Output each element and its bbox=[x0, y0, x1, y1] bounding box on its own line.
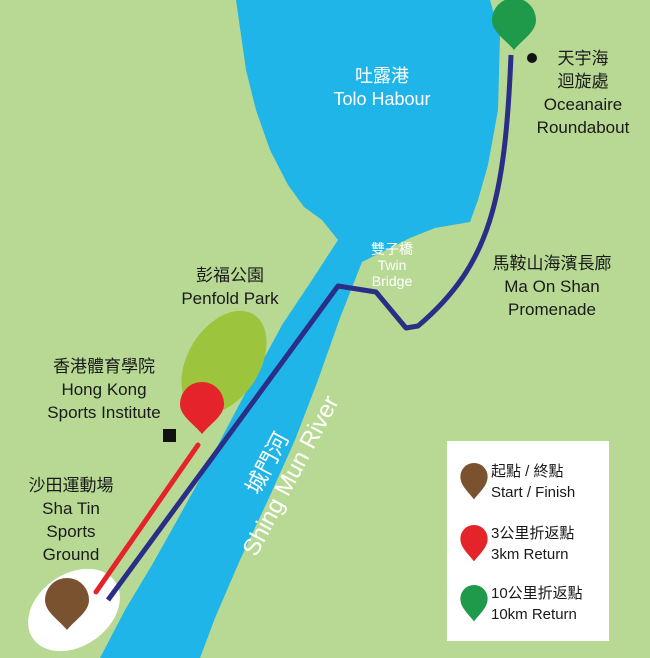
water-area bbox=[100, 0, 500, 658]
oceanaire-roundabout-label: 天宇海 迴旋處 Oceanaire Roundabout bbox=[523, 47, 643, 139]
penfold-park-label: 彭福公園 Penfold Park bbox=[165, 264, 295, 310]
route-10km bbox=[105, 54, 514, 602]
brown-pin-icon bbox=[460, 463, 488, 500]
start-finish-pin-icon bbox=[45, 578, 89, 630]
legend-10km-en: 10km Return bbox=[491, 606, 577, 623]
legend-3km-zh: 3公里折返點 bbox=[491, 525, 575, 542]
oceanaire-en2: Roundabout bbox=[536, 118, 630, 137]
hksi-marker-icon bbox=[163, 429, 176, 442]
hksi-en2: Sports Institute bbox=[47, 403, 161, 422]
hksi-label: 香港體育學院 Hong Kong Sports Institute bbox=[24, 355, 184, 424]
shatin-en2: Sports bbox=[46, 522, 96, 541]
hksi-en1: Hong Kong bbox=[61, 380, 147, 399]
tolo-harbour-zh: 吐露港 bbox=[355, 66, 409, 86]
green-pin-icon bbox=[492, 0, 536, 50]
red-pin-icon bbox=[180, 382, 224, 434]
oceanaire-zh1: 天宇海 bbox=[557, 49, 609, 68]
promenade-en1: Ma On Shan bbox=[504, 277, 600, 296]
green-pin-icon bbox=[460, 585, 488, 622]
oceanaire-dot-icon bbox=[527, 53, 537, 63]
legend-start-zh: 起點 / 終點 bbox=[491, 463, 564, 480]
twin-bridge-label: 雙子橋 Twin Bridge bbox=[352, 241, 432, 289]
promenade-en2: Promenade bbox=[508, 300, 596, 319]
penfold-zh: 彭福公園 bbox=[196, 266, 264, 285]
twin-bridge-en1: Twin bbox=[377, 257, 407, 273]
tolo-harbour-en: Tolo Habour bbox=[333, 89, 431, 109]
promenade-zh: 馬鞍山海濱長廊 bbox=[492, 254, 612, 273]
legend-item-3km: 3公里折返點 3km Return bbox=[447, 521, 609, 569]
ma-on-shan-promenade-label: 馬鞍山海濱長廊 Ma On Shan Promenade bbox=[472, 252, 632, 321]
shatin-en3: Ground bbox=[42, 545, 100, 564]
hksi-zh: 香港體育學院 bbox=[53, 357, 155, 376]
route-3km bbox=[93, 442, 201, 595]
legend-3km-en: 3km Return bbox=[491, 546, 569, 563]
tolo-harbour-label: 吐露港 Tolo Habour bbox=[312, 65, 452, 111]
shatin-zh: 沙田運動場 bbox=[28, 476, 114, 495]
twin-bridge-zh: 雙子橋 bbox=[371, 241, 413, 257]
sha-tin-sports-ground-label: 沙田運動場 Sha Tin Sports Ground bbox=[12, 474, 130, 566]
red-pin-icon bbox=[460, 525, 488, 562]
legend-10km-zh: 10公里折返點 bbox=[491, 585, 583, 602]
oceanaire-zh2: 迴旋處 bbox=[557, 72, 609, 91]
penfold-en: Penfold Park bbox=[181, 289, 279, 308]
legend: 起點 / 終點 Start / Finish 3公里折返點 3km Return… bbox=[447, 441, 609, 641]
shatin-en1: Sha Tin bbox=[42, 499, 100, 518]
legend-start-en: Start / Finish bbox=[491, 484, 576, 501]
legend-item-10km: 10公里折返點 10km Return bbox=[447, 581, 609, 629]
oceanaire-en1: Oceanaire bbox=[543, 95, 623, 114]
twin-bridge-en2: Bridge bbox=[371, 273, 413, 289]
legend-item-start: 起點 / 終點 Start / Finish bbox=[447, 459, 609, 507]
